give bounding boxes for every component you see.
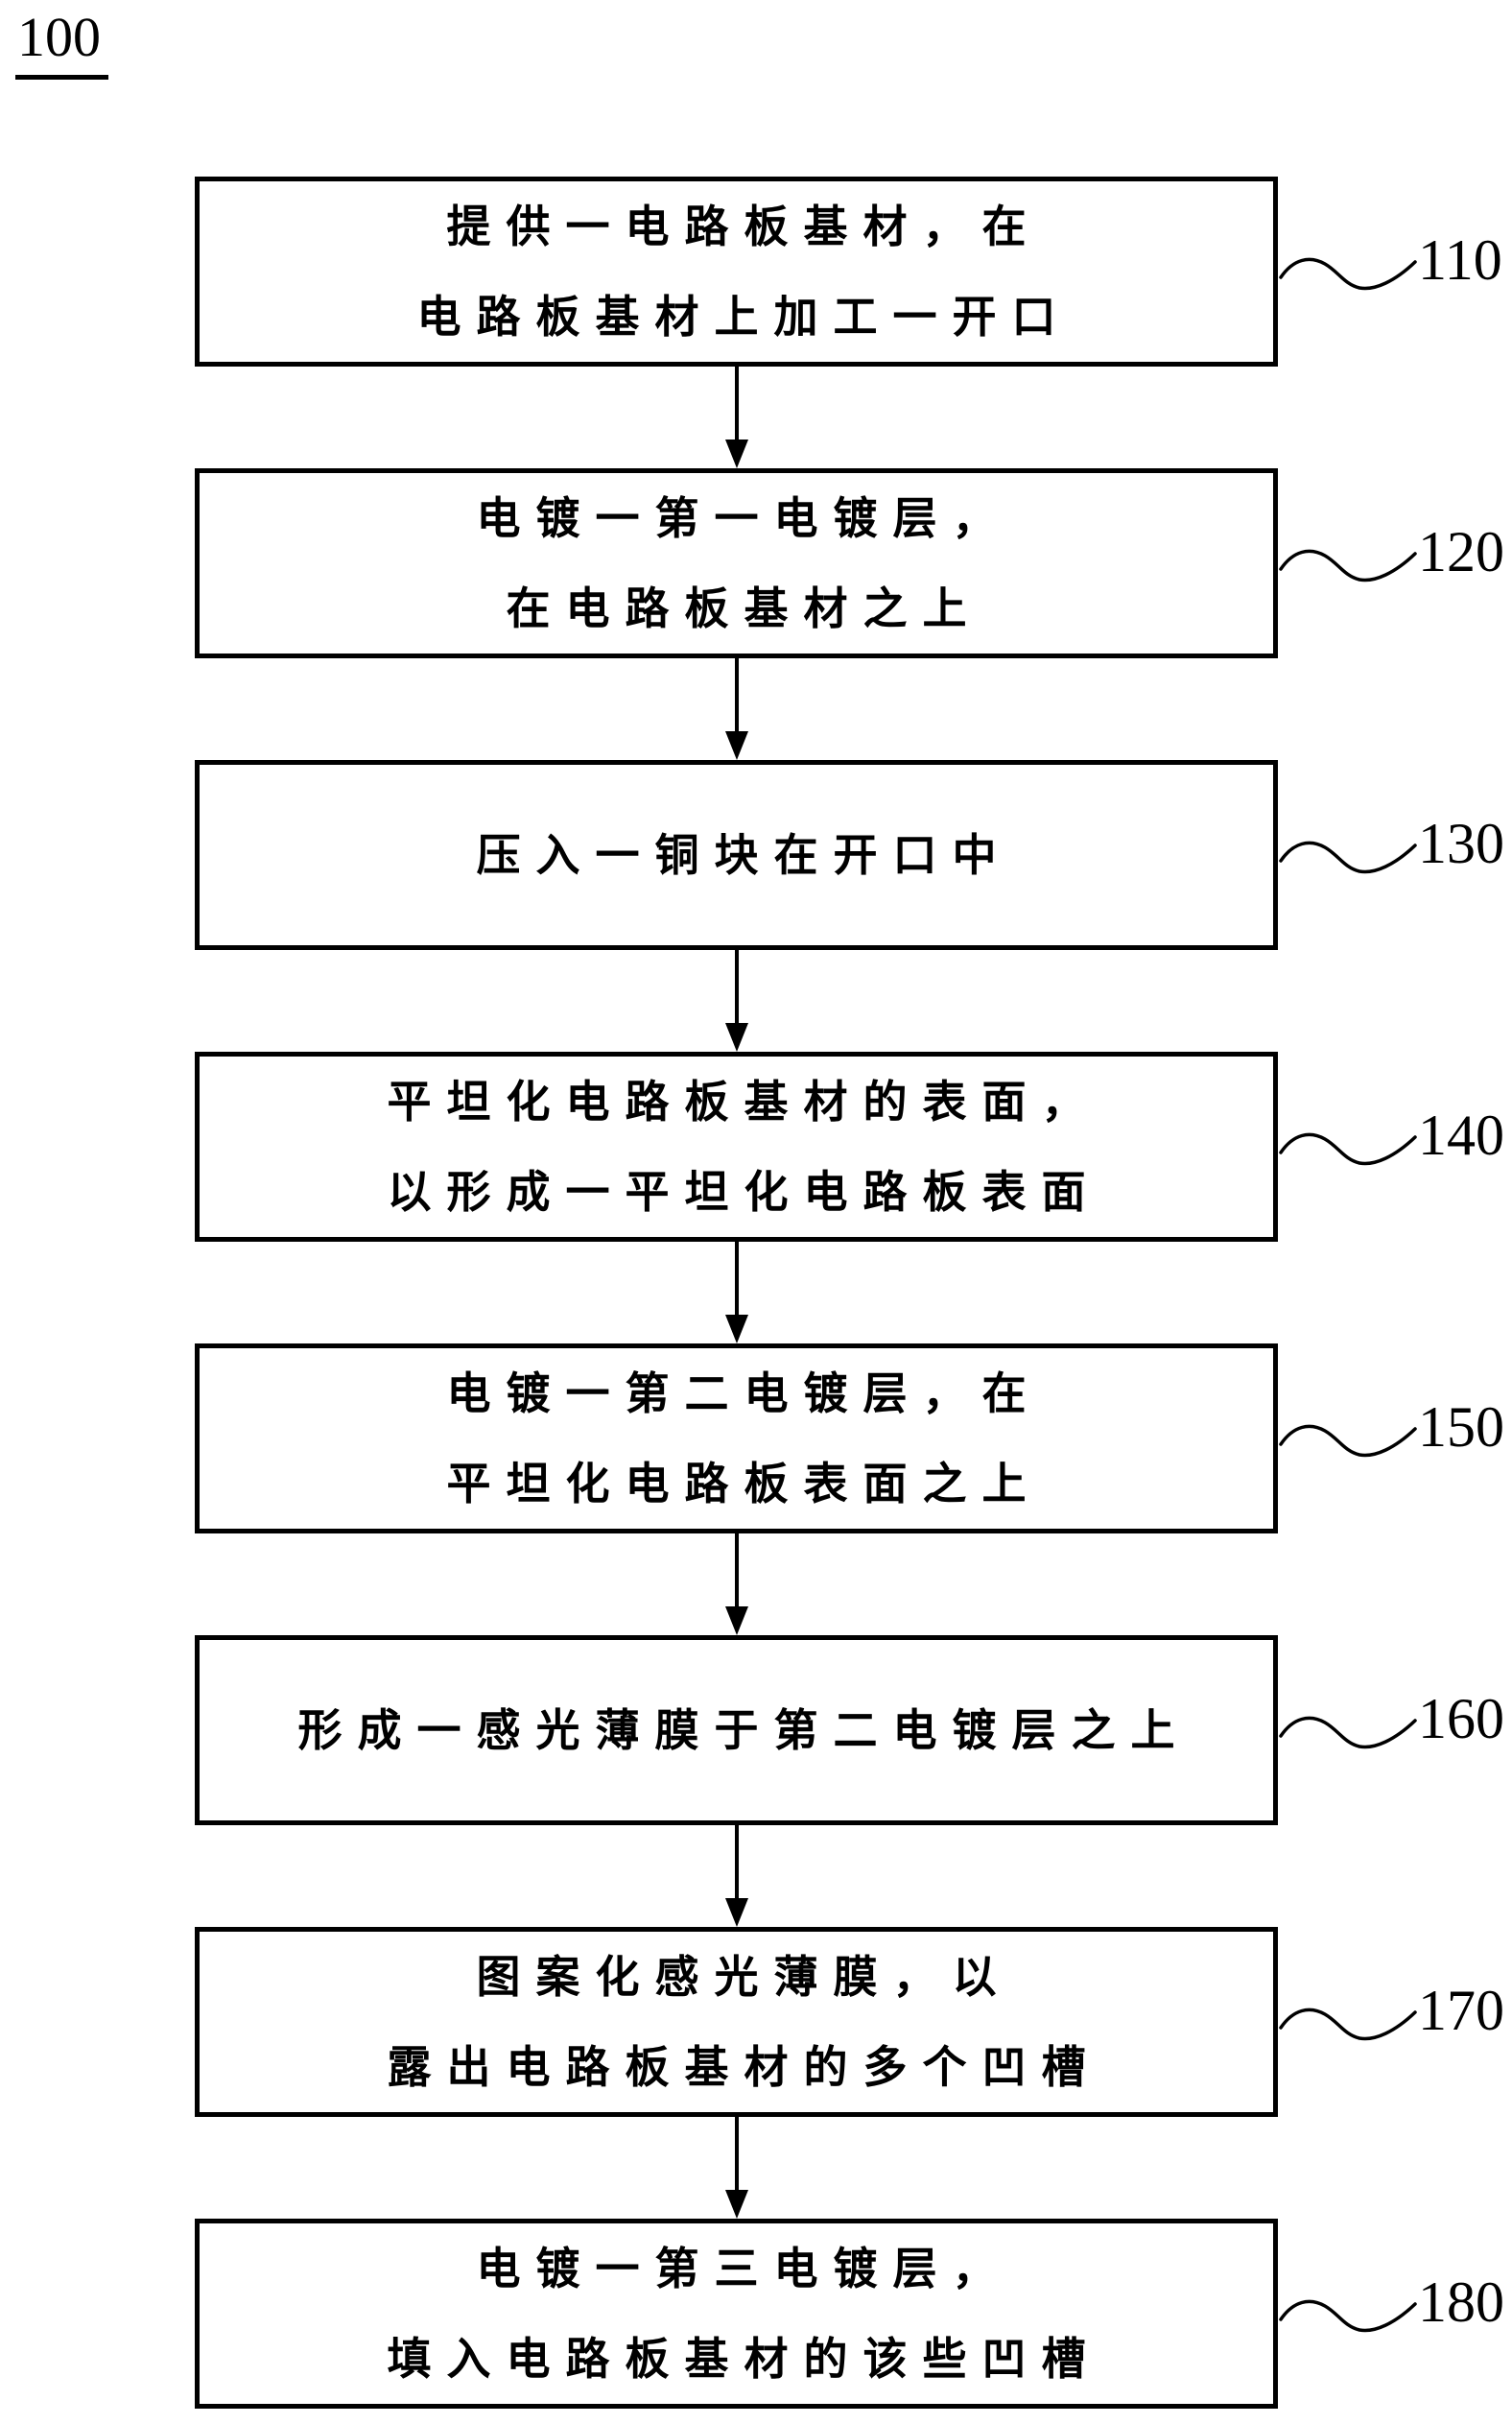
arrow-shaft: [735, 1533, 739, 1608]
process-step-box-140: 平坦化电路板基材的表面， 以形成一平坦化电路板表面: [195, 1052, 1278, 1242]
reference-squiggle-110: [1279, 257, 1417, 291]
reference-numeral-140: 140: [1418, 1104, 1504, 1167]
arrow-head-icon: [725, 1606, 748, 1635]
arrow-shaft: [735, 1242, 739, 1317]
reference-squiggle-150: [1279, 1424, 1417, 1458]
step-text-line: 形成一感光薄膜于第二电镀层之上: [297, 1704, 1191, 1756]
arrow-head-icon: [725, 2190, 748, 2219]
reference-squiggle-130: [1279, 841, 1417, 874]
arrow-shaft: [735, 2117, 739, 2192]
arrow-shaft: [735, 950, 739, 1025]
reference-numeral-150: 150: [1418, 1395, 1504, 1459]
flow-arrow-down: [723, 1825, 750, 1927]
process-step-box-170: 图案化感光薄膜，以 露出电路板基材的多个凹槽: [195, 1927, 1278, 2117]
arrow-head-icon: [725, 1023, 748, 1052]
flow-arrow-down: [723, 2117, 750, 2219]
figure-number: 100: [15, 8, 108, 80]
step-text-line: 以形成一平坦化电路板表面: [387, 1166, 1101, 1218]
step-text-line: 平坦化电路板表面之上: [446, 1458, 1042, 1509]
step-text-line: 电镀一第一电镀层，: [476, 492, 1012, 544]
arrow-head-icon: [725, 1315, 748, 1343]
reference-squiggle-120: [1279, 549, 1417, 582]
reference-squiggle-180: [1279, 2299, 1417, 2333]
reference-numeral-170: 170: [1418, 1979, 1504, 2042]
arrow-head-icon: [725, 440, 748, 468]
reference-numeral-120: 120: [1418, 520, 1504, 583]
step-text-line: 压入一铜块在开口中: [476, 829, 1012, 881]
reference-squiggle-160: [1279, 1716, 1417, 1749]
process-step-box-180: 电镀一第三电镀层， 填入电路板基材的该些凹槽: [195, 2219, 1278, 2409]
flow-arrow-down: [723, 658, 750, 760]
arrow-head-icon: [725, 1898, 748, 1927]
flow-arrow-down: [723, 950, 750, 1052]
step-text-line: 平坦化电路板基材的表面，: [387, 1076, 1101, 1128]
step-text-line: 电镀一第二电镀层，在: [446, 1367, 1042, 1419]
flow-arrow-down: [723, 367, 750, 468]
step-text-line: 填入电路板基材的该些凹槽: [387, 2333, 1101, 2385]
process-step-box-150: 电镀一第二电镀层，在 平坦化电路板表面之上: [195, 1343, 1278, 1533]
reference-squiggle-140: [1279, 1132, 1417, 1166]
step-text-line: 提供一电路板基材，在: [446, 201, 1042, 252]
step-text-line: 图案化感光薄膜，以: [476, 1951, 1012, 2003]
reference-numeral-130: 130: [1418, 812, 1504, 875]
arrow-shaft: [735, 367, 739, 441]
step-text-line: 电路板基材上加工一开口: [416, 291, 1072, 343]
arrow-head-icon: [725, 731, 748, 760]
flow-arrow-down: [723, 1533, 750, 1635]
reference-squiggle-170: [1279, 2008, 1417, 2041]
process-step-box-130: 压入一铜块在开口中: [195, 760, 1278, 950]
reference-numeral-180: 180: [1418, 2270, 1504, 2334]
step-text-line: 电镀一第三电镀层，: [476, 2243, 1012, 2294]
step-text-line: 露出电路板基材的多个凹槽: [387, 2041, 1101, 2093]
reference-numeral-160: 160: [1418, 1687, 1504, 1750]
flow-arrow-down: [723, 1242, 750, 1343]
process-step-box-120: 电镀一第一电镀层， 在电路板基材之上: [195, 468, 1278, 658]
figure-number-text: 100: [15, 8, 108, 80]
process-step-box-110: 提供一电路板基材，在 电路板基材上加工一开口: [195, 177, 1278, 367]
arrow-shaft: [735, 1825, 739, 1900]
arrow-shaft: [735, 658, 739, 733]
process-step-box-160: 形成一感光薄膜于第二电镀层之上: [195, 1635, 1278, 1825]
step-text-line: 在电路板基材之上: [506, 582, 982, 634]
reference-numeral-110: 110: [1418, 228, 1502, 292]
